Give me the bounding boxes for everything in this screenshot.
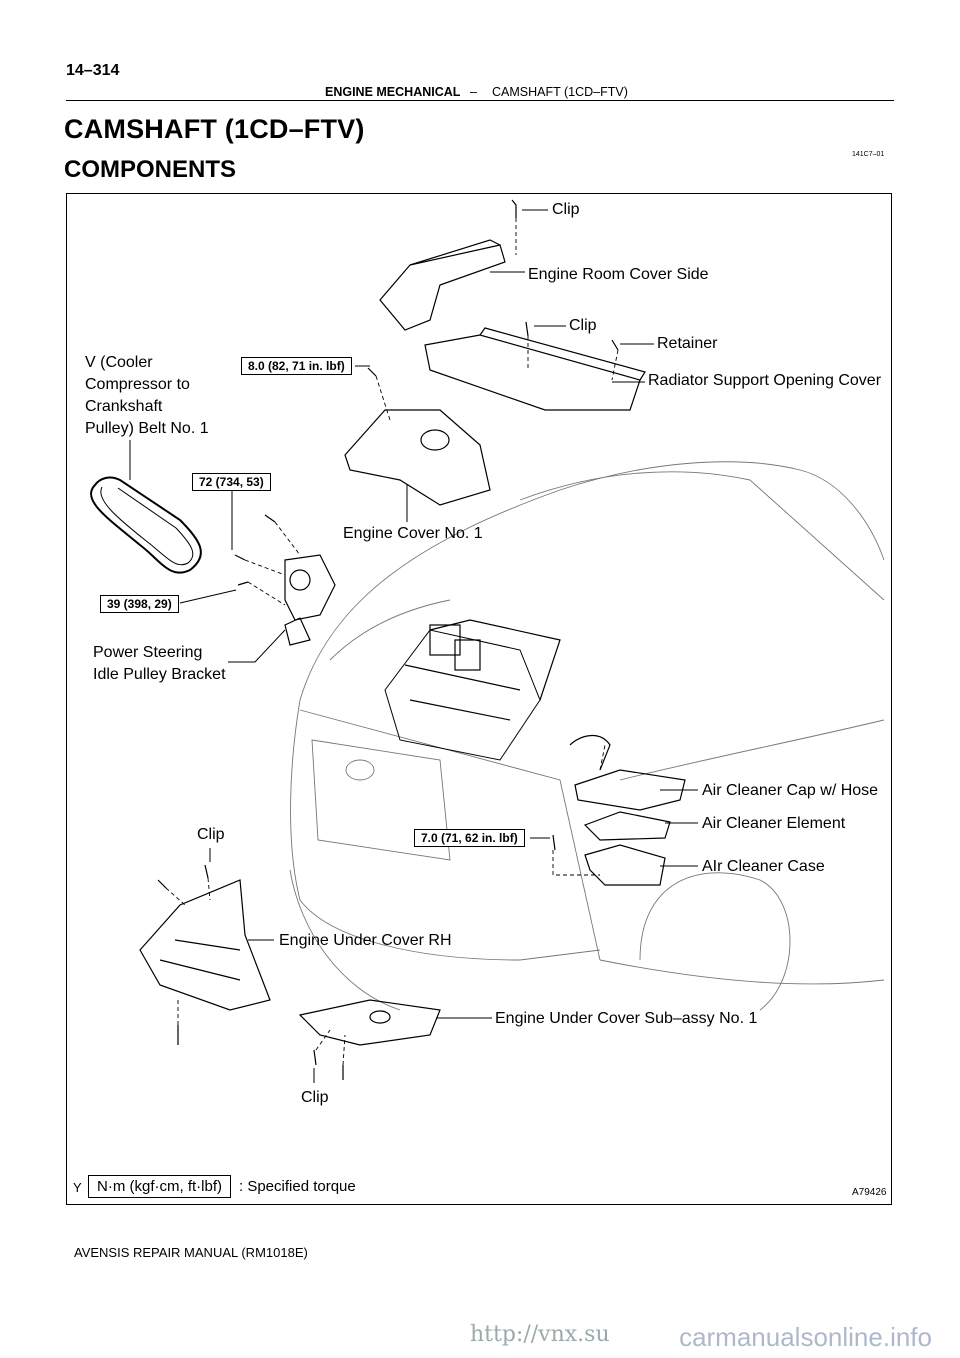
doc-code: 141C7–01 (852, 151, 885, 158)
legend-unit-box: N·m (kgf·cm, ft·lbf) (88, 1175, 231, 1198)
header-section: ENGINE MECHANICAL (325, 85, 461, 99)
label-air-cleaner-cap: Air Cleaner Cap w/ Hose (702, 782, 879, 799)
page-title: CAMSHAFT (1CD–FTV) (64, 114, 365, 144)
label-v-belt-line2: Compressor to (85, 376, 190, 393)
label-v-belt-line3: Crankshaft (85, 398, 163, 415)
torque-engine-cover: 8.0 (82, 71 in. lbf) (241, 357, 352, 375)
watermark-carmanuals: carmanualsonline.info (679, 1322, 932, 1352)
page-subtitle: COMPONENTS (64, 156, 237, 183)
header-separator: – (470, 85, 477, 99)
label-radiator-support-opening-cover: Radiator Support Opening Cover (648, 372, 882, 389)
label-engine-under-cover-rh: Engine Under Cover RH (279, 932, 452, 949)
header-rule (66, 100, 894, 101)
label-ps-idle-pulley-bracket: Power Steering Idle Pulley Bracket (93, 642, 226, 686)
figure-id: A79426 (852, 1187, 887, 1198)
label-v-belt-line4: Pulley) Belt No. 1 (85, 420, 209, 437)
label-clip-bottom: Clip (301, 1089, 329, 1106)
label-v-belt: V (Cooler Compressor to Crankshaft Pulle… (85, 352, 209, 440)
label-v-belt-line1: V (Cooler (85, 354, 153, 371)
label-clip-2: Clip (569, 317, 597, 334)
torque-air-cleaner: 7.0 (71, 62 in. lbf) (414, 829, 525, 847)
legend-marker: Y (73, 1180, 82, 1195)
label-ps-line2: Idle Pulley Bracket (93, 666, 226, 683)
legend-text: : Specified torque (239, 1178, 356, 1195)
torque-ps-bracket-upper: 72 (734, 53) (192, 473, 271, 491)
label-retainer: Retainer (657, 335, 718, 352)
label-clip-top: Clip (552, 201, 580, 218)
label-engine-room-cover-side: Engine Room Cover Side (528, 266, 709, 283)
label-air-cleaner-case: AIr Cleaner Case (702, 858, 825, 875)
label-clip-3: Clip (197, 826, 225, 843)
label-engine-cover-no1: Engine Cover No. 1 (343, 525, 483, 542)
watermark-vnx[interactable]: http://vnx.su (470, 1322, 610, 1347)
page-number: 14–314 (66, 62, 120, 79)
header-subsection: CAMSHAFT (1CD–FTV) (492, 85, 628, 99)
label-air-cleaner-element: Air Cleaner Element (702, 815, 846, 832)
label-engine-under-cover-sub-assy: Engine Under Cover Sub–assy No. 1 (495, 1010, 758, 1027)
label-ps-line1: Power Steering (93, 644, 203, 661)
torque-ps-bracket-lower: 39 (398, 29) (100, 595, 179, 613)
figure-frame (66, 193, 892, 1205)
footer-manual: AVENSIS REPAIR MANUAL (RM1018E) (74, 1245, 308, 1260)
